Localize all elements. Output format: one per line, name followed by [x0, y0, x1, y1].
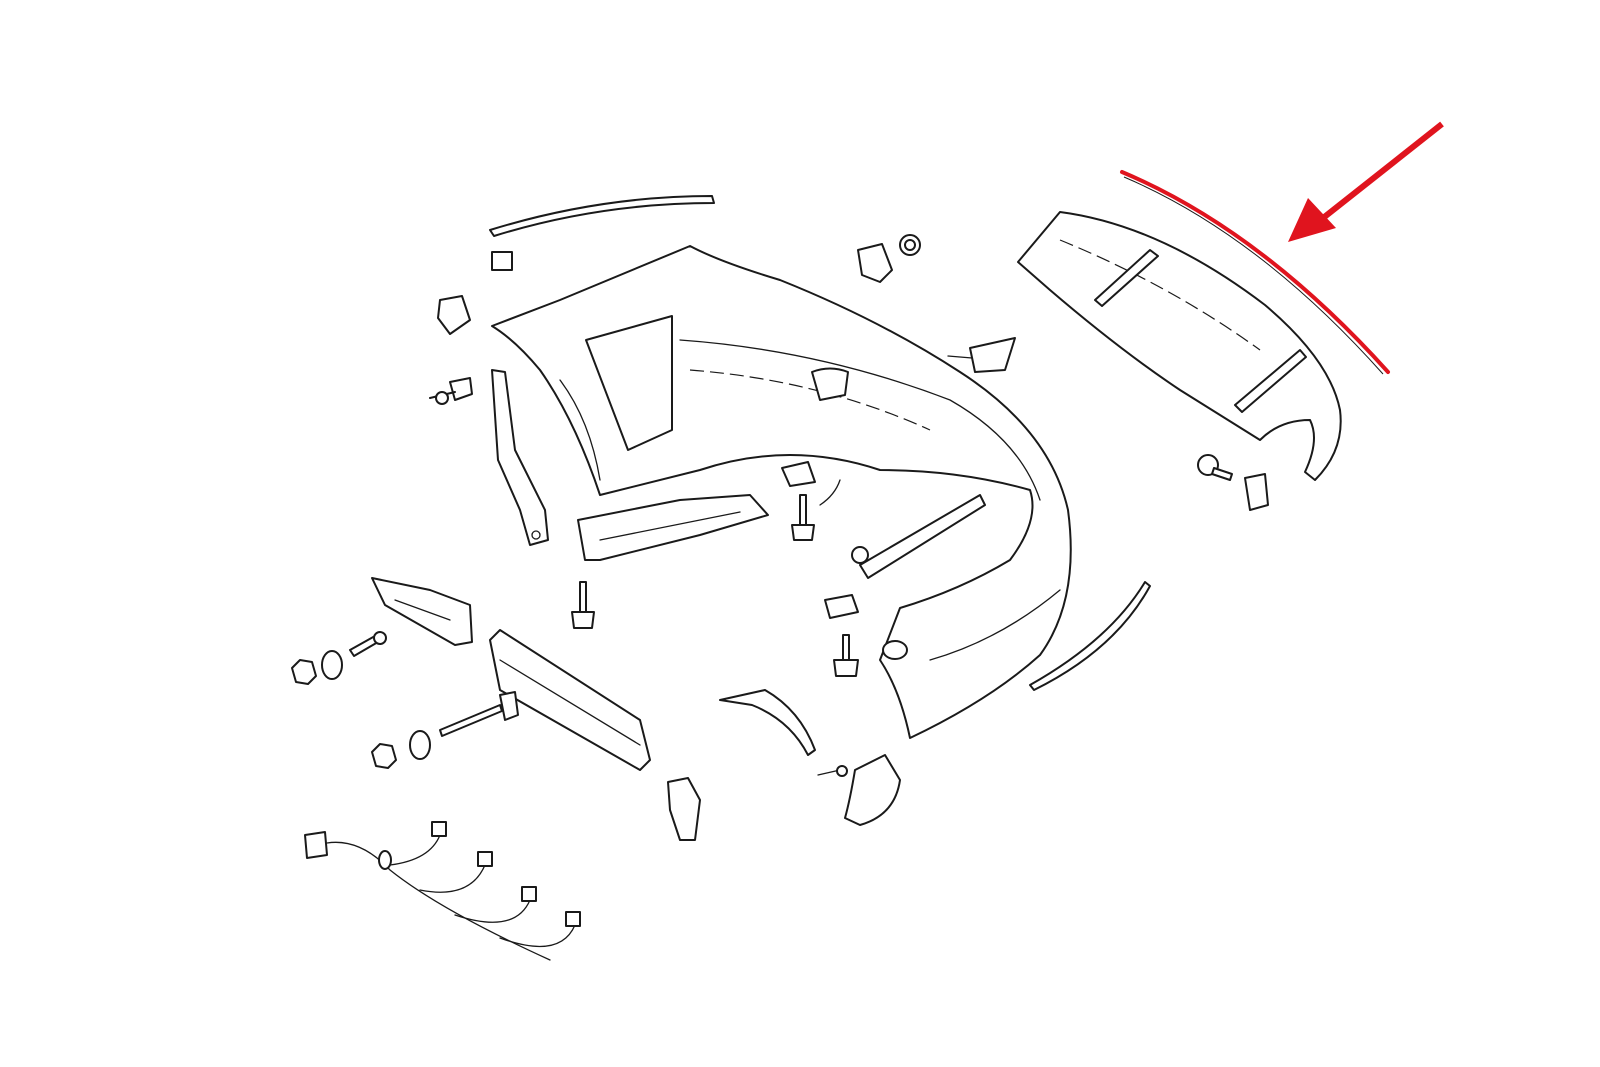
side-mount-bracket-lower[interactable] — [371, 577, 473, 646]
wheel-arch-trim[interactable] — [719, 689, 816, 756]
upper-trim-strip[interactable] — [489, 195, 715, 237]
nut-left[interactable] — [291, 659, 317, 685]
bracket-strip-center[interactable] — [859, 494, 986, 579]
grommet-lower[interactable] — [882, 640, 908, 660]
sensor-holder-small[interactable] — [947, 337, 1016, 373]
side-mount-bracket-left[interactable] — [491, 369, 549, 546]
screw-lower-center[interactable] — [833, 634, 859, 677]
washer-left[interactable] — [321, 650, 343, 680]
corner-bracket-lower[interactable] — [667, 777, 701, 841]
screw-lower-left[interactable] — [571, 581, 595, 629]
push-pin-rivet[interactable] — [429, 377, 473, 405]
lower-center-trim[interactable] — [577, 494, 769, 561]
clip-square[interactable] — [491, 251, 513, 271]
red-arrow-icon — [1288, 121, 1444, 242]
clip-nut-lower[interactable] — [824, 594, 859, 619]
rear-diffuser-trim-strip[interactable] — [1120, 170, 1390, 375]
clip-nut-center[interactable] — [781, 461, 841, 506]
screw-center[interactable] — [791, 494, 815, 541]
bolt-left[interactable] — [349, 631, 387, 657]
long-bolt[interactable] — [439, 691, 519, 737]
washer-lower-left[interactable] — [409, 730, 431, 760]
screw-right[interactable] — [1197, 454, 1233, 481]
parking-sensor-wiring-harness[interactable] — [304, 821, 581, 961]
parking-sensor[interactable] — [857, 243, 893, 283]
clip-bracket[interactable] — [437, 295, 471, 335]
rear-diffuser[interactable] — [1017, 211, 1342, 481]
side-trim-strip-right[interactable] — [1029, 581, 1151, 691]
clip-nut-right[interactable] — [1244, 473, 1269, 511]
nut-lower-left[interactable] — [371, 743, 397, 769]
impact-absorber[interactable] — [489, 629, 651, 771]
rear-bumper-cover[interactable] — [491, 245, 1072, 739]
washer-center[interactable] — [851, 546, 869, 564]
tow-hook-cover[interactable] — [817, 754, 901, 826]
